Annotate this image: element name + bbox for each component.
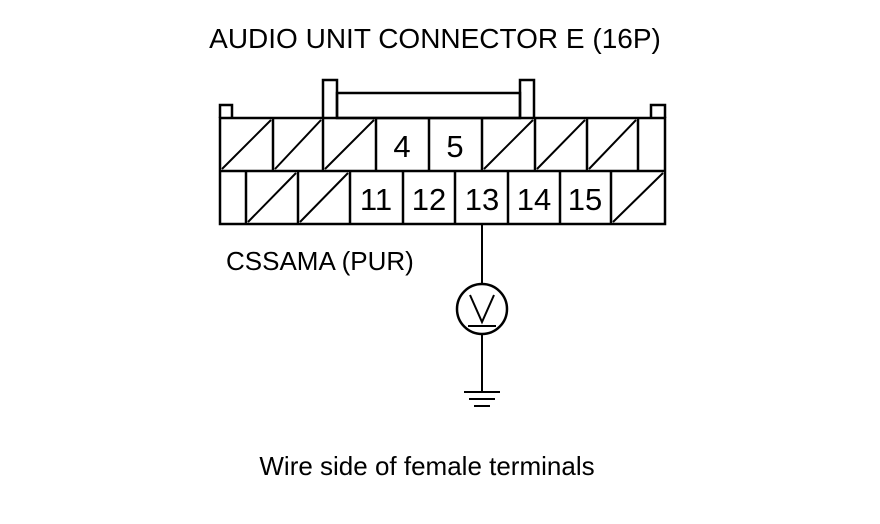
- terminal-4: 4: [393, 129, 410, 164]
- terminal-14: 14: [517, 182, 551, 217]
- wire-label: CSSAMA (PUR): [226, 246, 414, 276]
- terminal-12: 12: [412, 182, 446, 217]
- terminal-13: 13: [465, 182, 499, 217]
- terminal-11: 11: [360, 182, 392, 217]
- empty-cavity-hatches: [221, 119, 664, 223]
- diagram-title: AUDIO UNIT CONNECTOR E (16P): [209, 23, 661, 54]
- voltmeter-icon: [455, 282, 509, 336]
- diagram-caption: Wire side of female terminals: [259, 451, 594, 481]
- terminal-15: 15: [568, 182, 602, 217]
- ground-icon: [464, 391, 500, 407]
- terminal-numbers: 4 5 11 12 13 14 15: [360, 129, 602, 217]
- connector-body: [218, 78, 667, 226]
- terminal-5: 5: [446, 129, 463, 164]
